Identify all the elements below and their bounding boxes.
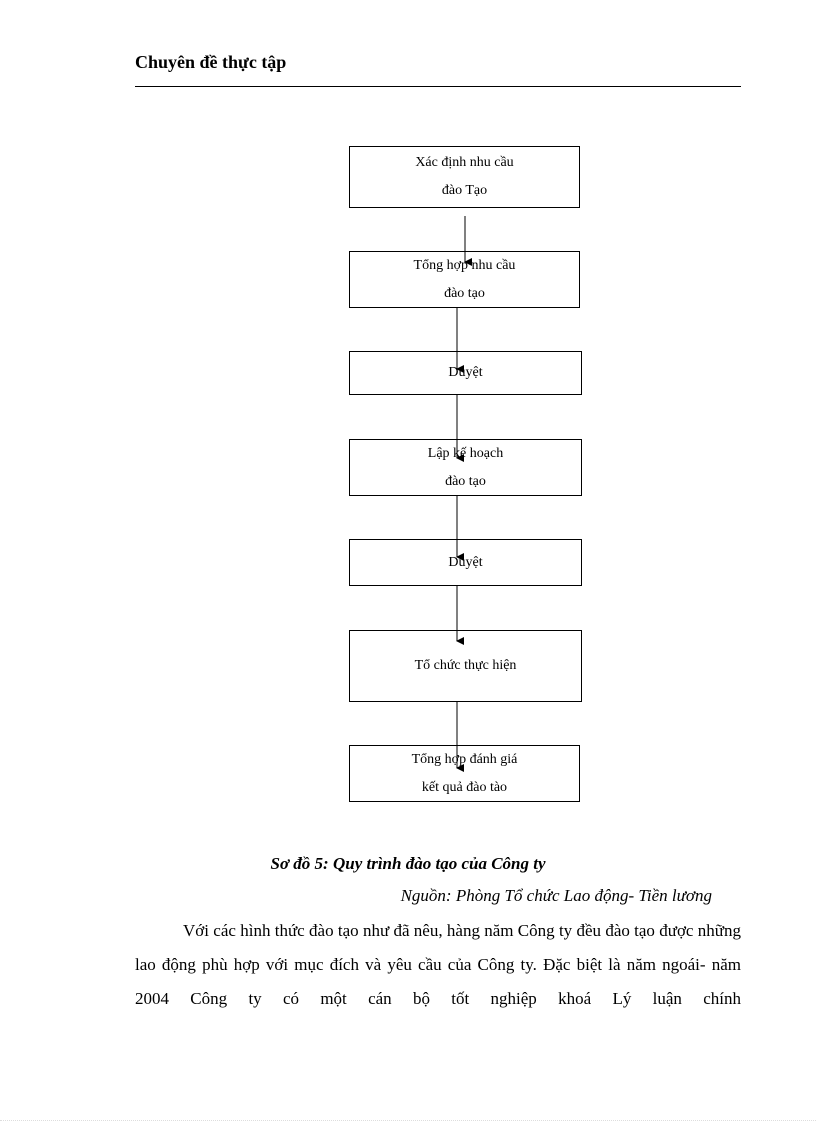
flow-step-approve-1: Duyệt (349, 351, 582, 395)
flow-step-5-line1: Duyệt (448, 554, 483, 570)
diagram-source: Nguồn: Phòng Tổ chức Lao động- Tiền lươn… (400, 886, 712, 905)
page-bottom-border (0, 1120, 816, 1121)
flow-step-evaluate: Tổng hợp đánh giá kết quả đào tào (349, 745, 580, 802)
flow-step-7-line1: Tổng hợp đánh giá (411, 751, 518, 767)
flow-step-plan: Lập kế hoạch đào tạo (349, 439, 582, 496)
flow-step-2-line1: Tổng hợp nhu cầu (413, 257, 516, 273)
flow-step-6-line1: Tổ chức thực hiện (414, 658, 517, 673)
flow-step-7-line2: kết quả đào tào (421, 779, 508, 795)
flow-step-4-line2: đào tạo (445, 473, 486, 489)
flow-step-identify-needs: Xác định nhu cầu đào Tạo (349, 146, 580, 208)
diagram-caption: Sơ đồ 5: Quy trình đào tạo của Công ty (270, 854, 546, 873)
flow-step-4-line1: Lập kế hoạch (427, 445, 504, 461)
flow-step-1-line1: Xác định nhu cầu (415, 155, 514, 170)
flow-step-2-line2: đào tạo (444, 285, 485, 301)
body-paragraph-container: Với các hình thức đào tạo như đã nêu, hà… (135, 914, 741, 1016)
flow-step-aggregate-needs: Tổng hợp nhu cầu đào tạo (349, 251, 580, 308)
header-divider (135, 86, 741, 87)
page-header-title: Chuyên đề thực tập (135, 52, 287, 72)
flow-step-3-line1: Duyệt (448, 365, 483, 380)
body-paragraph: Với các hình thức đào tạo như đã nêu, hà… (135, 921, 741, 1008)
flow-step-implement: Tổ chức thực hiện (349, 630, 582, 702)
flow-step-approve-2: Duyệt (349, 539, 582, 586)
flow-step-1-line2: đào Tạo (441, 183, 488, 198)
